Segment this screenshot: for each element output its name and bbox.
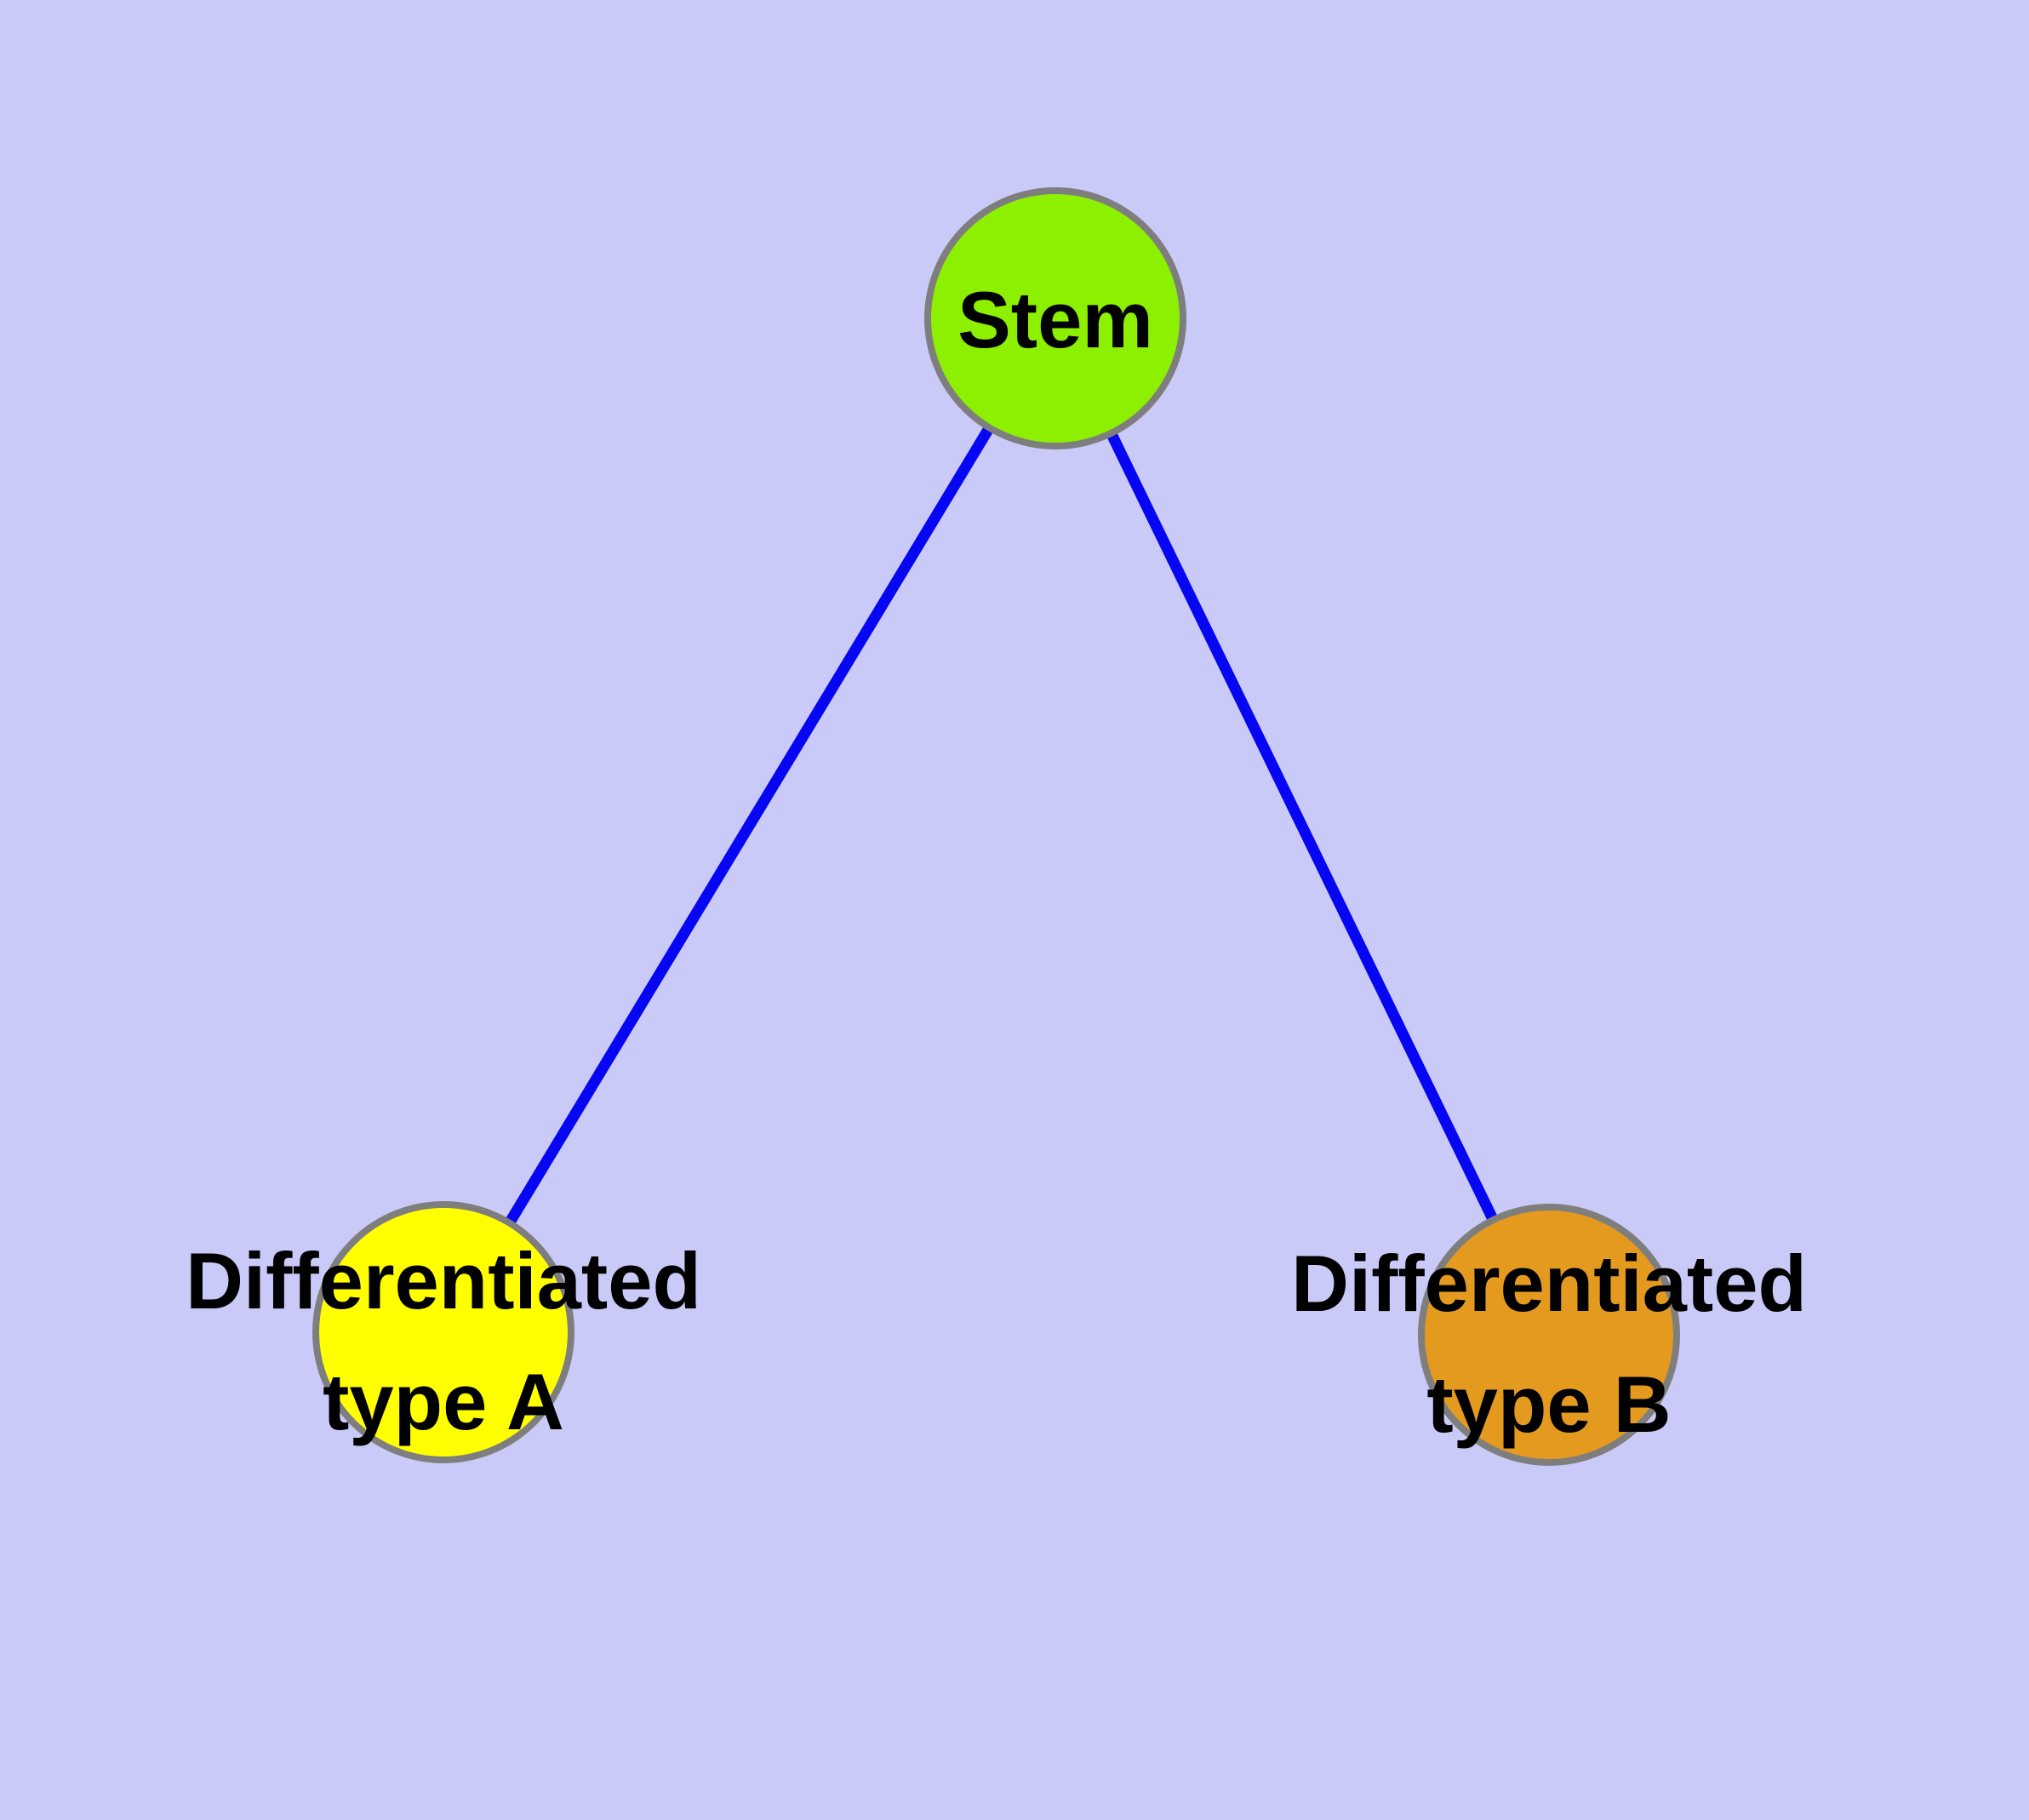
differentiated-type-b-label-line2: type B bbox=[1426, 1359, 1671, 1449]
edge-stem-to-type-a bbox=[438, 315, 1060, 1336]
differentiated-type-b-label-line1: Differentiated bbox=[1291, 1239, 1807, 1328]
stem-node-label: Stem bbox=[957, 275, 1153, 364]
differentiated-type-a-label-line2: type A bbox=[323, 1357, 564, 1446]
edge-stem-to-type-b bbox=[1050, 316, 1554, 1337]
differentiated-type-b-node-circle bbox=[1418, 1204, 1680, 1466]
differentiated-type-a-node-circle bbox=[312, 1201, 574, 1463]
differentiated-type-a-label-line1: Differentiated bbox=[186, 1236, 701, 1325]
stem-node-circle bbox=[924, 187, 1186, 449]
